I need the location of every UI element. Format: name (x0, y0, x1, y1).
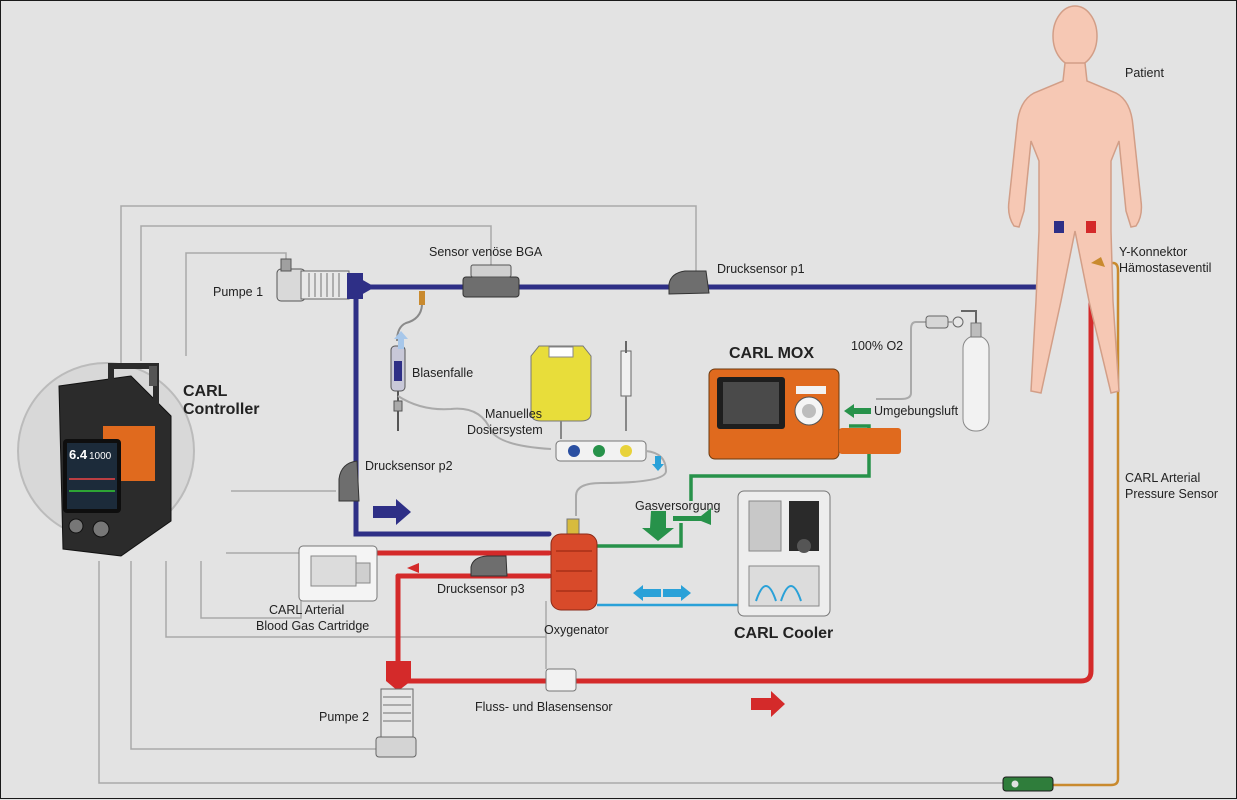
carl-controller-device (17, 362, 195, 557)
arterial-flow-small-arrow (407, 563, 419, 573)
label-oxygenator: Oxygenator (544, 623, 609, 637)
carl-cooler-device (737, 490, 831, 617)
gas-line (597, 424, 871, 548)
label-ambient-air: Umgebungsluft (874, 404, 959, 418)
label-bubble-trap: Blasenfalle (412, 366, 473, 380)
oxygenator (550, 518, 598, 611)
label-arterial-pressure-sensor-1: CARL Arterial (1125, 471, 1200, 485)
label-pump-2: Pumpe 2 (319, 710, 369, 724)
pump-2 (375, 661, 417, 758)
label-carl-mox: CARL MOX (729, 345, 814, 362)
pressure-sensor-p2 (338, 460, 360, 502)
arterial-blood-gas-cartridge (298, 545, 378, 602)
cooling-arrows (633, 585, 691, 601)
pressure-sensor-p3 (470, 555, 508, 577)
ambient-air-arrow (844, 404, 871, 418)
label-pump-1: Pumpe 1 (213, 285, 263, 299)
carl-mox-device (708, 368, 901, 460)
label-pressure-sensor-p3: Drucksensor p3 (437, 582, 525, 596)
label-arterial-pressure-sensor-2: Pressure Sensor (1125, 487, 1218, 501)
label-arterial-cartridge-2: Blood Gas Cartridge (256, 619, 369, 633)
label-gas-supply: Gasversorgung (635, 499, 721, 513)
label-y-connector: Y-Konnektor (1119, 245, 1187, 259)
label-manual-dosing-1: Manuelles (485, 407, 542, 421)
gas-arrow-down (642, 511, 674, 541)
label-pressure-sensor-p1: Drucksensor p1 (717, 262, 805, 276)
dosing-tubing (397, 395, 552, 450)
gas-flow-fitting (673, 508, 711, 525)
label-carl-controller-1: CARL (183, 383, 228, 400)
label-hemostasis-valve: Hämostaseventil (1119, 261, 1211, 275)
label-patient: Patient (1125, 66, 1164, 80)
label-sensor-venous-bga: Sensor venöse BGA (429, 245, 543, 259)
label-manual-dosing-2: Dosiersystem (467, 423, 543, 437)
label-oxygen: 100% O2 (851, 339, 903, 353)
manual-dosing-system (530, 341, 668, 516)
oxygen-cylinder (876, 310, 990, 432)
pressure-sensor-p1 (668, 270, 710, 295)
arterial-pressure-sensor (1002, 776, 1054, 792)
bubble-trap (390, 291, 425, 431)
pressure-sensor-plug-icon (1011, 780, 1019, 788)
label-flow-bubble-sensor: Fluss- und Blasensensor (475, 700, 613, 714)
label-carl-cooler: CARL Cooler (734, 625, 833, 642)
venous-line (353, 226, 1062, 537)
venous-bga-sensor (462, 264, 520, 298)
pump-1 (276, 258, 375, 302)
controller-value-right: 1000 (89, 451, 112, 462)
venous-flow-arrow (373, 499, 411, 525)
controller-value-left: 6.4 (69, 447, 88, 462)
signal-cables (98, 205, 1021, 784)
arterial-pressure-line (1051, 261, 1120, 787)
label-carl-controller-2: Controller (183, 401, 259, 418)
patient-figure (1007, 5, 1143, 394)
cannulas (1054, 221, 1105, 267)
label-pressure-sensor-p2: Drucksensor p2 (365, 459, 453, 473)
label-arterial-cartridge-1: CARL Arterial (269, 603, 344, 617)
arterial-flow-arrow (751, 691, 785, 717)
flow-bubble-sensor (545, 668, 577, 692)
